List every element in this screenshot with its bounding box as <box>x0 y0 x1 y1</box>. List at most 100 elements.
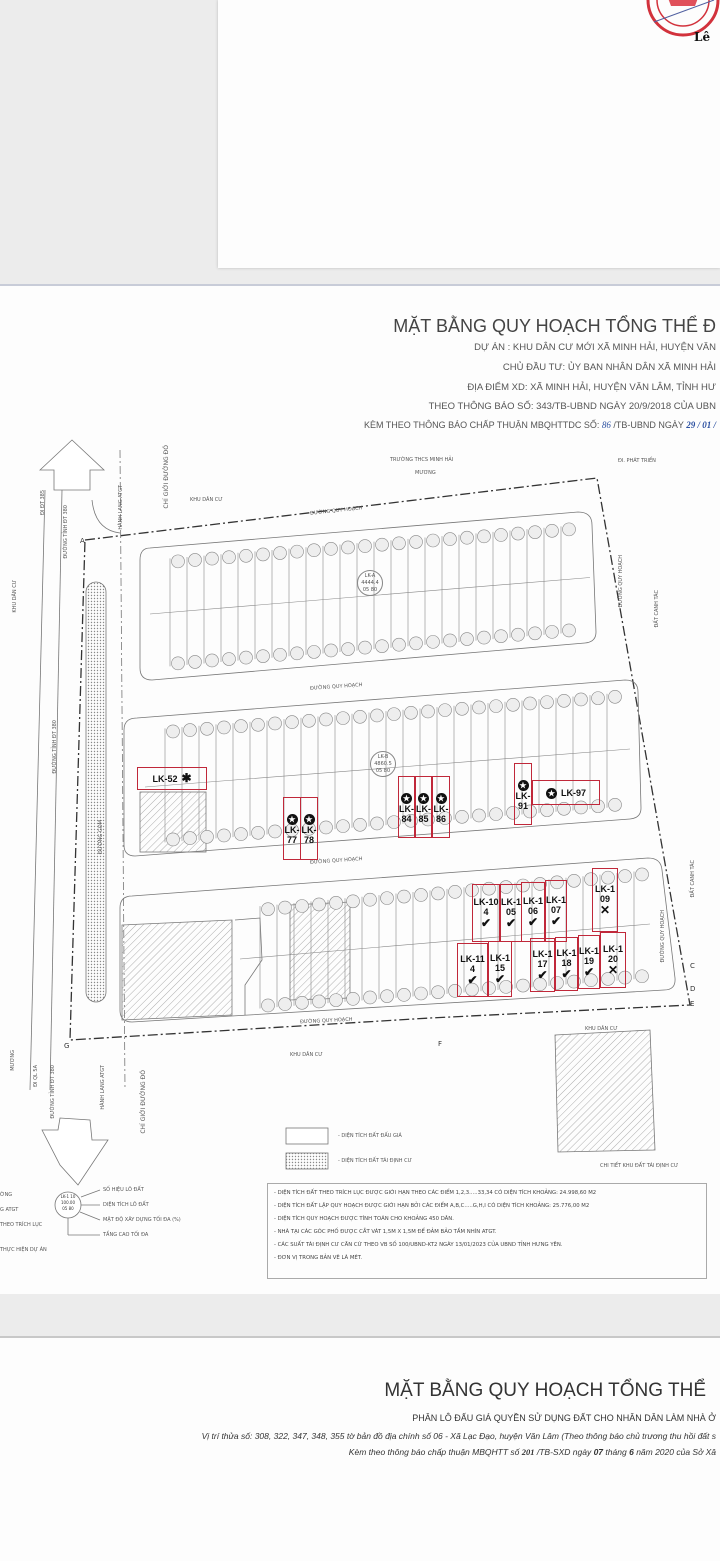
lot-label: LK-106 <box>523 895 543 916</box>
tree-icon <box>443 532 457 546</box>
tree-icon <box>545 625 559 639</box>
provincial-road-edge <box>29 489 46 1091</box>
lot-lk-119: LK-119✔ <box>578 935 600 989</box>
point-label: D <box>690 985 696 993</box>
tree-icon <box>363 990 377 1005</box>
lot-lk-91: ★LK-91 <box>514 763 532 825</box>
tree-icon <box>482 981 496 995</box>
lot-label: LK-107 <box>546 894 566 915</box>
legend-left-item: THEO TRÍCH LỤC <box>0 1222 43 1228</box>
lot-lk-114: LK-114✔ <box>457 943 488 997</box>
tree-icon <box>261 902 275 916</box>
lot-label: LK-109 <box>595 883 615 904</box>
legend-swatch-auction <box>285 1127 329 1145</box>
tree-icon <box>557 801 571 816</box>
lot-lk-120: LK-120✕ <box>600 932 626 988</box>
red-seal-icon <box>646 0 720 37</box>
tree-icon <box>380 891 394 905</box>
road-label-dt385: ĐI ĐT 385 <box>40 490 46 515</box>
tree-icon <box>217 828 231 843</box>
check-icon: ✔ <box>583 964 595 979</box>
approval-number: 201 <box>521 1447 535 1457</box>
sample-area: 100.00 <box>61 1200 75 1205</box>
second-plan-sheet <box>0 1336 720 1561</box>
lot-label: LK-52 <box>152 773 178 784</box>
tree-icon <box>635 969 649 984</box>
approval-line: KÈM THEO THÔNG BÁO CHẤP THUẬN MBQHTTDC S… <box>364 420 716 430</box>
legend-left-item: G ATGT <box>0 1207 19 1213</box>
tree-icon <box>341 642 355 656</box>
tree-icon <box>460 530 474 545</box>
frontage-strip <box>85 581 107 1003</box>
tree-icon <box>635 867 649 882</box>
tree-icon <box>353 817 367 832</box>
tree-icon <box>574 692 588 707</box>
previous-page: Lê <box>218 0 720 268</box>
check-icon: ✔ <box>537 967 548 982</box>
check-icon: ✔ <box>494 971 506 986</box>
block-params: 05 80 <box>358 587 382 594</box>
tree-icon <box>540 695 554 709</box>
lot-lk-117: LK-117✔ <box>530 938 555 992</box>
tree-icon <box>494 629 508 643</box>
lot-divider-line <box>239 923 651 960</box>
block-lk-c <box>119 857 676 1023</box>
residential-label: KHU DÂN CƯ <box>190 497 223 503</box>
tree-icon <box>489 807 503 821</box>
tree-icon <box>290 544 304 559</box>
tree-icon <box>256 547 270 562</box>
star-icon: ★ <box>401 792 412 804</box>
star-icon: ★ <box>435 792 447 804</box>
lot-key-sample: LK-1 10 100.00 05 80 <box>57 1194 79 1212</box>
lot-lk-109: LK-109✕ <box>592 868 618 932</box>
block-label-lk-a: LK-A 4444.4 05 80 <box>357 570 383 596</box>
plan-notes: - DIỆN TÍCH ĐẤT THEO TRÍCH LỤC ĐƯỢC GIỚI… <box>267 1183 707 1279</box>
lot-label: LK-104 <box>473 896 499 917</box>
approval-middle: /TB-SXD ngày <box>536 1447 592 1457</box>
lot-lk-104: LK-104✔ <box>472 884 500 942</box>
site-boundary <box>69 477 691 1041</box>
x-mark-icon: ✕ <box>599 902 611 917</box>
block-lk-b <box>123 679 642 857</box>
block-area: 4444.4 <box>361 580 379 586</box>
tree-icon <box>336 819 350 833</box>
tree-icon <box>217 720 231 735</box>
tree-icon <box>171 656 185 671</box>
legend-left-item: THỰC HIỆN DỰ ÁN <box>0 1247 47 1253</box>
tree-icon <box>358 640 372 655</box>
lot-label: LK-86 <box>433 803 449 824</box>
block-params: 05 80 <box>371 768 395 775</box>
tree-icon <box>397 988 411 1002</box>
tree-icon <box>562 623 576 638</box>
approval-day: 07 <box>593 1447 604 1457</box>
note: - NHÀ TẠI CÁC GÓC PHỐ ĐƯỢC CẮT VÁT 1,5M … <box>274 1229 497 1235</box>
tree-icon <box>268 824 282 839</box>
tree-icon <box>618 869 632 883</box>
canal-label: MƯƠNG <box>415 470 436 476</box>
lot-lk-85: ★LK-85 <box>415 776 432 838</box>
tree-icon <box>494 528 508 542</box>
check-icon: ✔ <box>480 915 492 930</box>
lot-key-density-label: MẬT ĐỘ XÂY DỰNG TỐI ĐA (%) <box>103 1217 181 1223</box>
tree-icon <box>387 707 401 721</box>
tree-icon <box>448 984 462 998</box>
tree-icon <box>358 539 372 553</box>
block-name: LK-A <box>364 573 376 579</box>
lot-label: LK-115 <box>490 952 510 973</box>
tree-icon <box>506 805 520 820</box>
up-arrow-icon <box>38 439 106 491</box>
safety-corridor-label: HÀNH LANG ATGT <box>118 485 124 530</box>
tree-icon <box>295 899 309 913</box>
point-label: E <box>690 1000 695 1008</box>
tree-icon <box>387 815 401 829</box>
tree-icon <box>608 690 622 704</box>
lot-label: LK-118 <box>556 947 577 968</box>
resettlement-area <box>554 1029 656 1153</box>
tree-icon <box>499 980 513 994</box>
safety-corridor-label: HÀNH LANG ATGT <box>100 1065 106 1110</box>
tree-icon <box>188 553 202 567</box>
approval-number: 86 <box>601 420 611 430</box>
road-curve <box>91 499 121 534</box>
lot-lk-107: LK-107✔ <box>545 880 567 942</box>
star-icon: ★ <box>545 788 557 799</box>
